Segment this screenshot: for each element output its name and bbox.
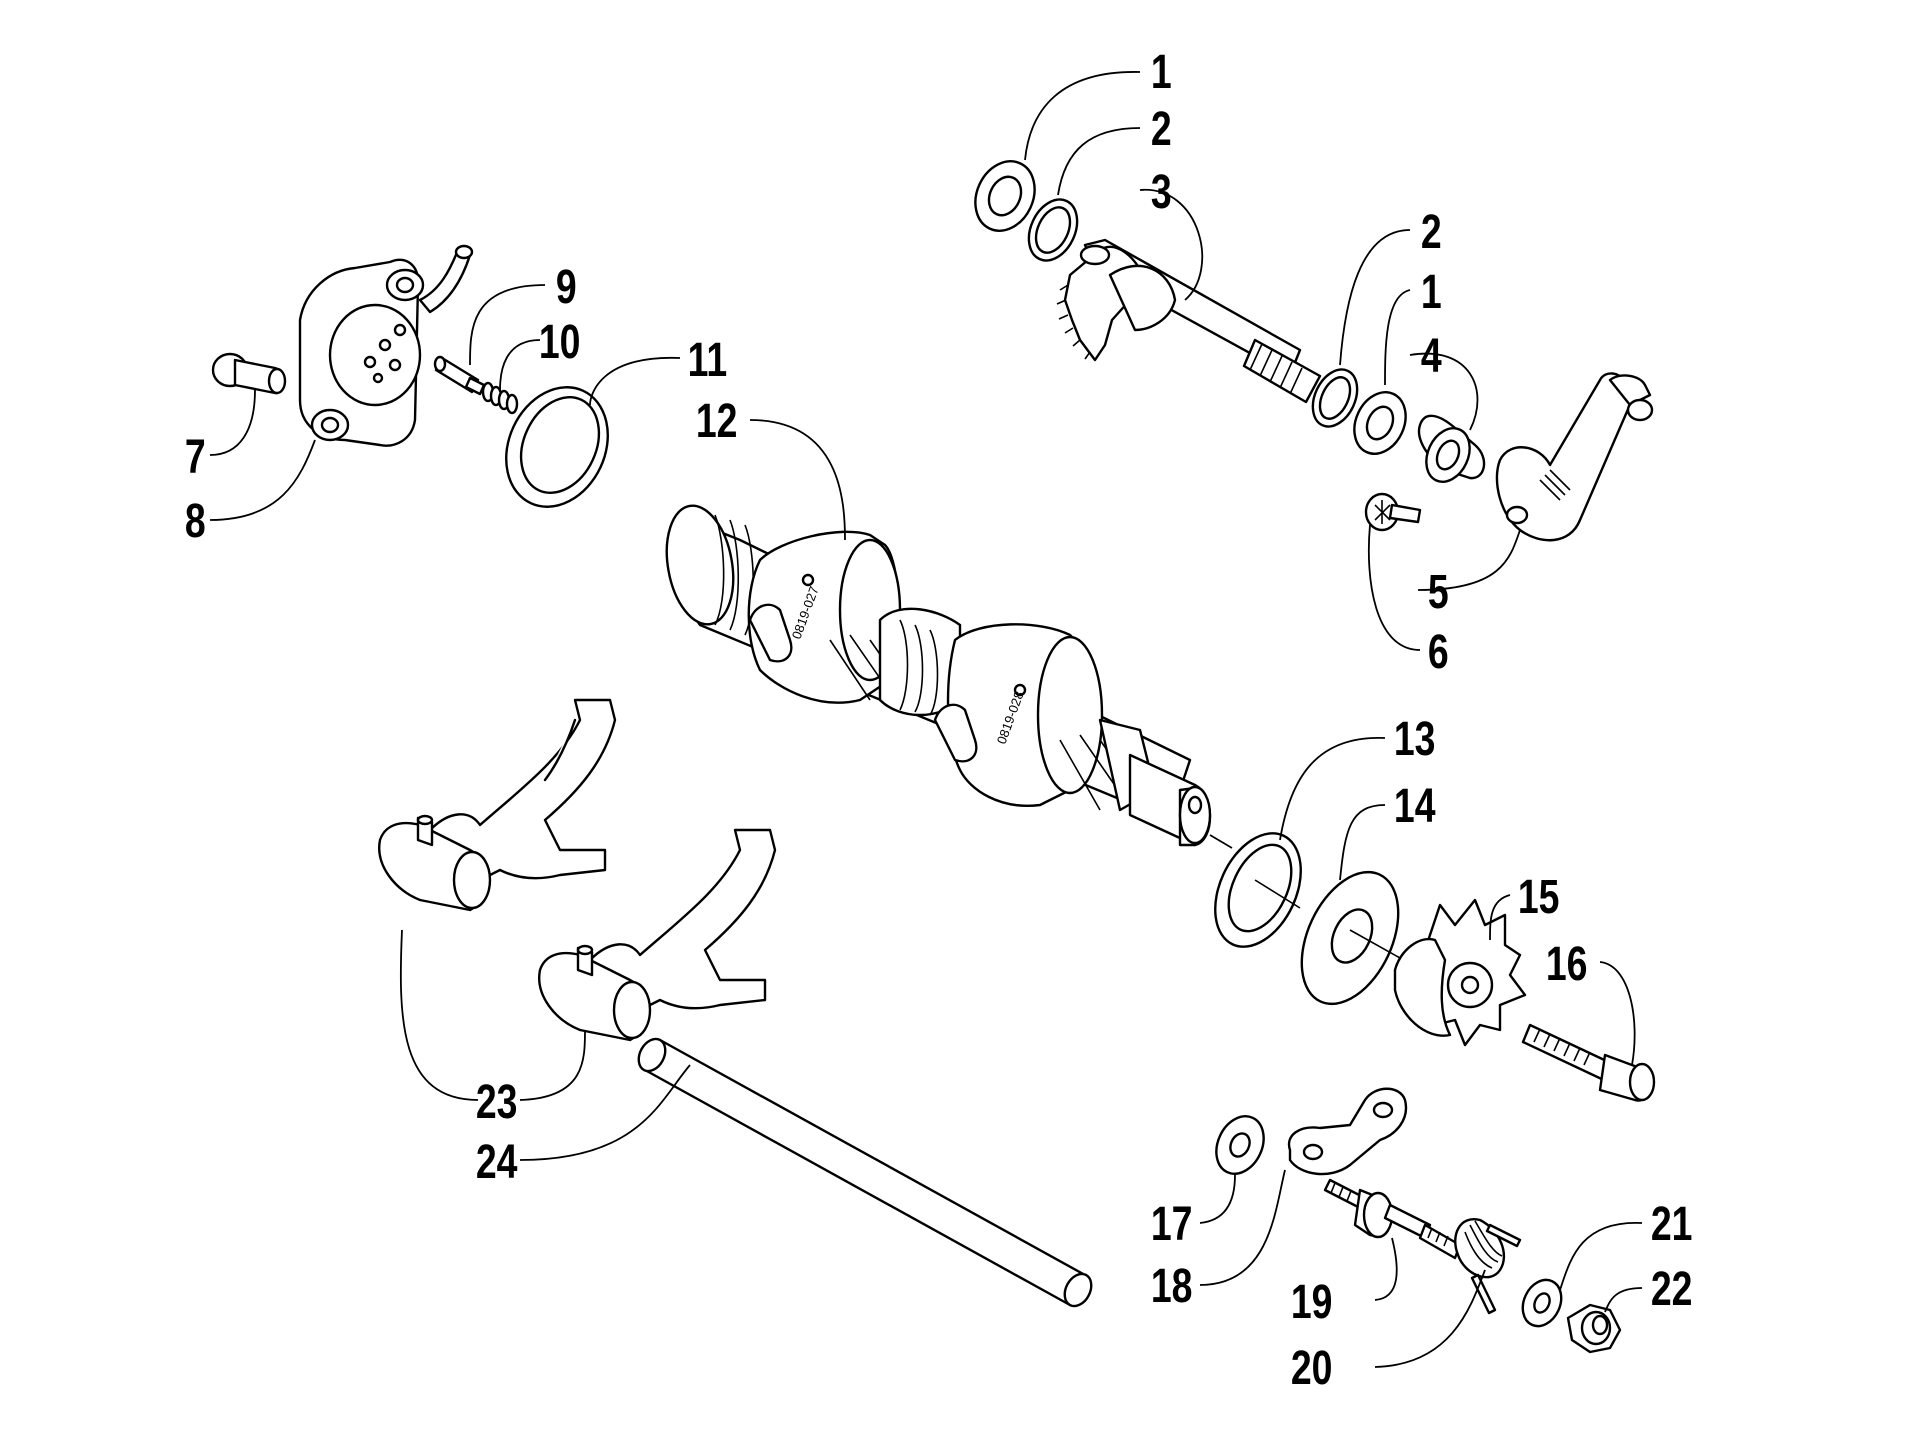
callout-1-top: 1 — [1151, 46, 1172, 100]
stepped-bolt-part-19 — [1323, 1178, 1462, 1260]
nut-part-22 — [1566, 1303, 1622, 1354]
shift-shaft-part-3 — [1056, 238, 1322, 404]
spring-part-20 — [1454, 1218, 1522, 1315]
callout-8: 8 — [185, 495, 206, 549]
shift-drum-part-12: 0819-027 0819-028 — [665, 504, 1233, 849]
washer-part-11 — [505, 386, 609, 508]
shift-fork-part-23-lower — [538, 828, 777, 1042]
callout-9: 9 — [556, 261, 577, 315]
callout-18: 18 — [1151, 1260, 1193, 1314]
callout-1-right: 1 — [1421, 266, 1442, 320]
callout-22: 22 — [1651, 1263, 1693, 1317]
spring-part-10 — [481, 381, 519, 415]
torx-screw-part-6 — [1364, 492, 1422, 532]
callout-labels: 1 2 3 2 1 4 5 6 7 8 9 10 11 12 13 14 15 … — [185, 46, 1693, 1396]
callout-7: 7 — [185, 431, 206, 485]
washer-part-1-top — [974, 160, 1036, 232]
washer-part-14 — [1300, 870, 1401, 1006]
callout-12: 12 — [696, 395, 738, 449]
callout-21: 21 — [1651, 1198, 1693, 1252]
fork-shaft-part-24 — [637, 1037, 1093, 1308]
callout-13: 13 — [1394, 713, 1436, 767]
callout-14: 14 — [1394, 780, 1436, 834]
shift-fork-part-23-upper — [378, 698, 617, 912]
callout-20: 20 — [1291, 1342, 1333, 1396]
plunger-part-9 — [433, 355, 486, 396]
callout-2-right: 2 — [1421, 206, 1442, 260]
gear-switch-part-8 — [298, 244, 474, 447]
callout-6: 6 — [1428, 626, 1449, 680]
stopper-arm-part-18 — [1287, 1087, 1408, 1176]
callout-2-top: 2 — [1151, 103, 1172, 157]
callout-19: 19 — [1291, 1276, 1333, 1330]
callout-17: 17 — [1151, 1198, 1193, 1252]
shift-lever-part-5 — [1495, 372, 1654, 542]
washer-part-17 — [1215, 1115, 1265, 1175]
snap-ring-part-2-top — [1027, 198, 1079, 262]
callout-11: 11 — [688, 334, 728, 388]
callout-16: 16 — [1546, 938, 1588, 992]
bolt-part-7 — [211, 352, 287, 395]
index-plate-part-15 — [1393, 898, 1527, 1047]
callout-23: 23 — [476, 1076, 518, 1130]
leader-lines — [209, 71, 1643, 1368]
seal-part-4 — [1417, 414, 1486, 483]
callout-15: 15 — [1518, 871, 1560, 925]
callout-3: 3 — [1151, 166, 1172, 220]
callout-5: 5 — [1428, 566, 1449, 620]
callout-24: 24 — [476, 1136, 518, 1190]
snap-ring-part-2-right — [1311, 368, 1359, 428]
callout-4: 4 — [1421, 330, 1442, 384]
washer-part-1-right — [1353, 391, 1407, 455]
washer-part-13 — [1214, 832, 1302, 948]
callout-10: 10 — [539, 316, 581, 370]
washer-part-21 — [1521, 1278, 1563, 1328]
bolt-part-16 — [1521, 1023, 1656, 1102]
